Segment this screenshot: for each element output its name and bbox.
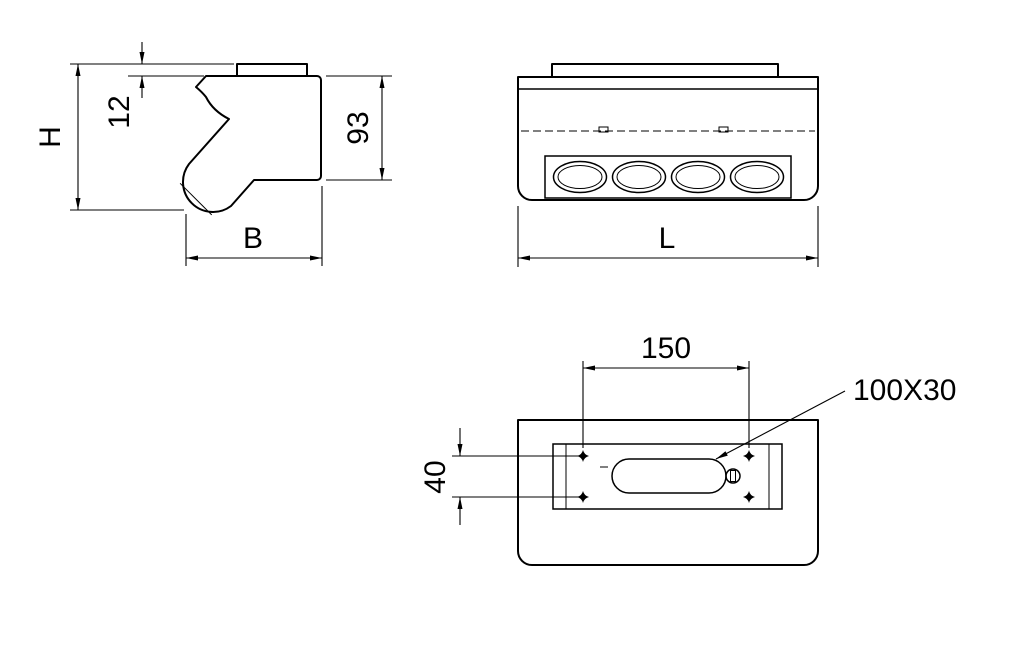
- dim-label-body-height: 93: [342, 111, 375, 144]
- adjustment-screw: [725, 468, 741, 484]
- front-view: [517, 63, 819, 201]
- slot-size-callout: 100X30: [715, 374, 956, 460]
- adjustment-screw-slot: [730, 470, 736, 482]
- lamp-opening: [670, 160, 726, 194]
- dim-label-mount-hole-spacing: 150: [641, 332, 691, 365]
- front-view-mount-tab: [551, 63, 779, 77]
- dim-label-mount-hole-rows: 40: [419, 460, 452, 493]
- front-view-body-outline: [517, 76, 819, 201]
- dim-mount-hole-spacing: 150: [582, 332, 750, 448]
- dim-tab-height: 12: [103, 42, 204, 129]
- lamp-opening-inner: [557, 165, 603, 189]
- dim-mount-hole-rows: 40: [419, 428, 578, 525]
- mounting-strip: [552, 443, 783, 510]
- dim-label-slot-size: 100X30: [853, 374, 956, 407]
- dim-overall-height: H: [34, 63, 234, 211]
- lamp-panel: [544, 155, 792, 199]
- side-view-mount-tab: [236, 63, 308, 76]
- dim-label-overall-length: L: [659, 222, 676, 255]
- side-view-lens-line: [179, 182, 213, 216]
- bottom-view-body-outline: [517, 419, 819, 566]
- leader-line: [715, 390, 846, 460]
- lamp-opening-inner: [616, 165, 662, 189]
- mount-hole-mark: [577, 450, 589, 462]
- lamp-opening: [611, 160, 667, 194]
- dim-overall-width: B: [185, 186, 323, 266]
- hinge-clip: [718, 126, 729, 133]
- dim-body-height: 93: [326, 75, 392, 181]
- bottom-view: [517, 419, 819, 566]
- dim-label-overall-width: B: [243, 222, 263, 255]
- dim-label-tab-height: 12: [103, 95, 136, 128]
- lamp-opening-inner: [675, 165, 721, 189]
- lamp-opening: [729, 160, 785, 194]
- dim-overall-length: L: [517, 206, 819, 267]
- mount-hole-mark: [743, 491, 755, 503]
- hinge-clip: [598, 126, 609, 133]
- lamp-opening: [552, 160, 608, 194]
- mounting-slot: [611, 458, 727, 494]
- mount-hole-mark: [577, 491, 589, 503]
- dim-label-overall-height: H: [34, 126, 67, 148]
- mount-hole-mark: [743, 450, 755, 462]
- side-view: [179, 63, 322, 216]
- lamp-opening-inner: [734, 165, 780, 189]
- side-view-body-outline: [182, 75, 322, 213]
